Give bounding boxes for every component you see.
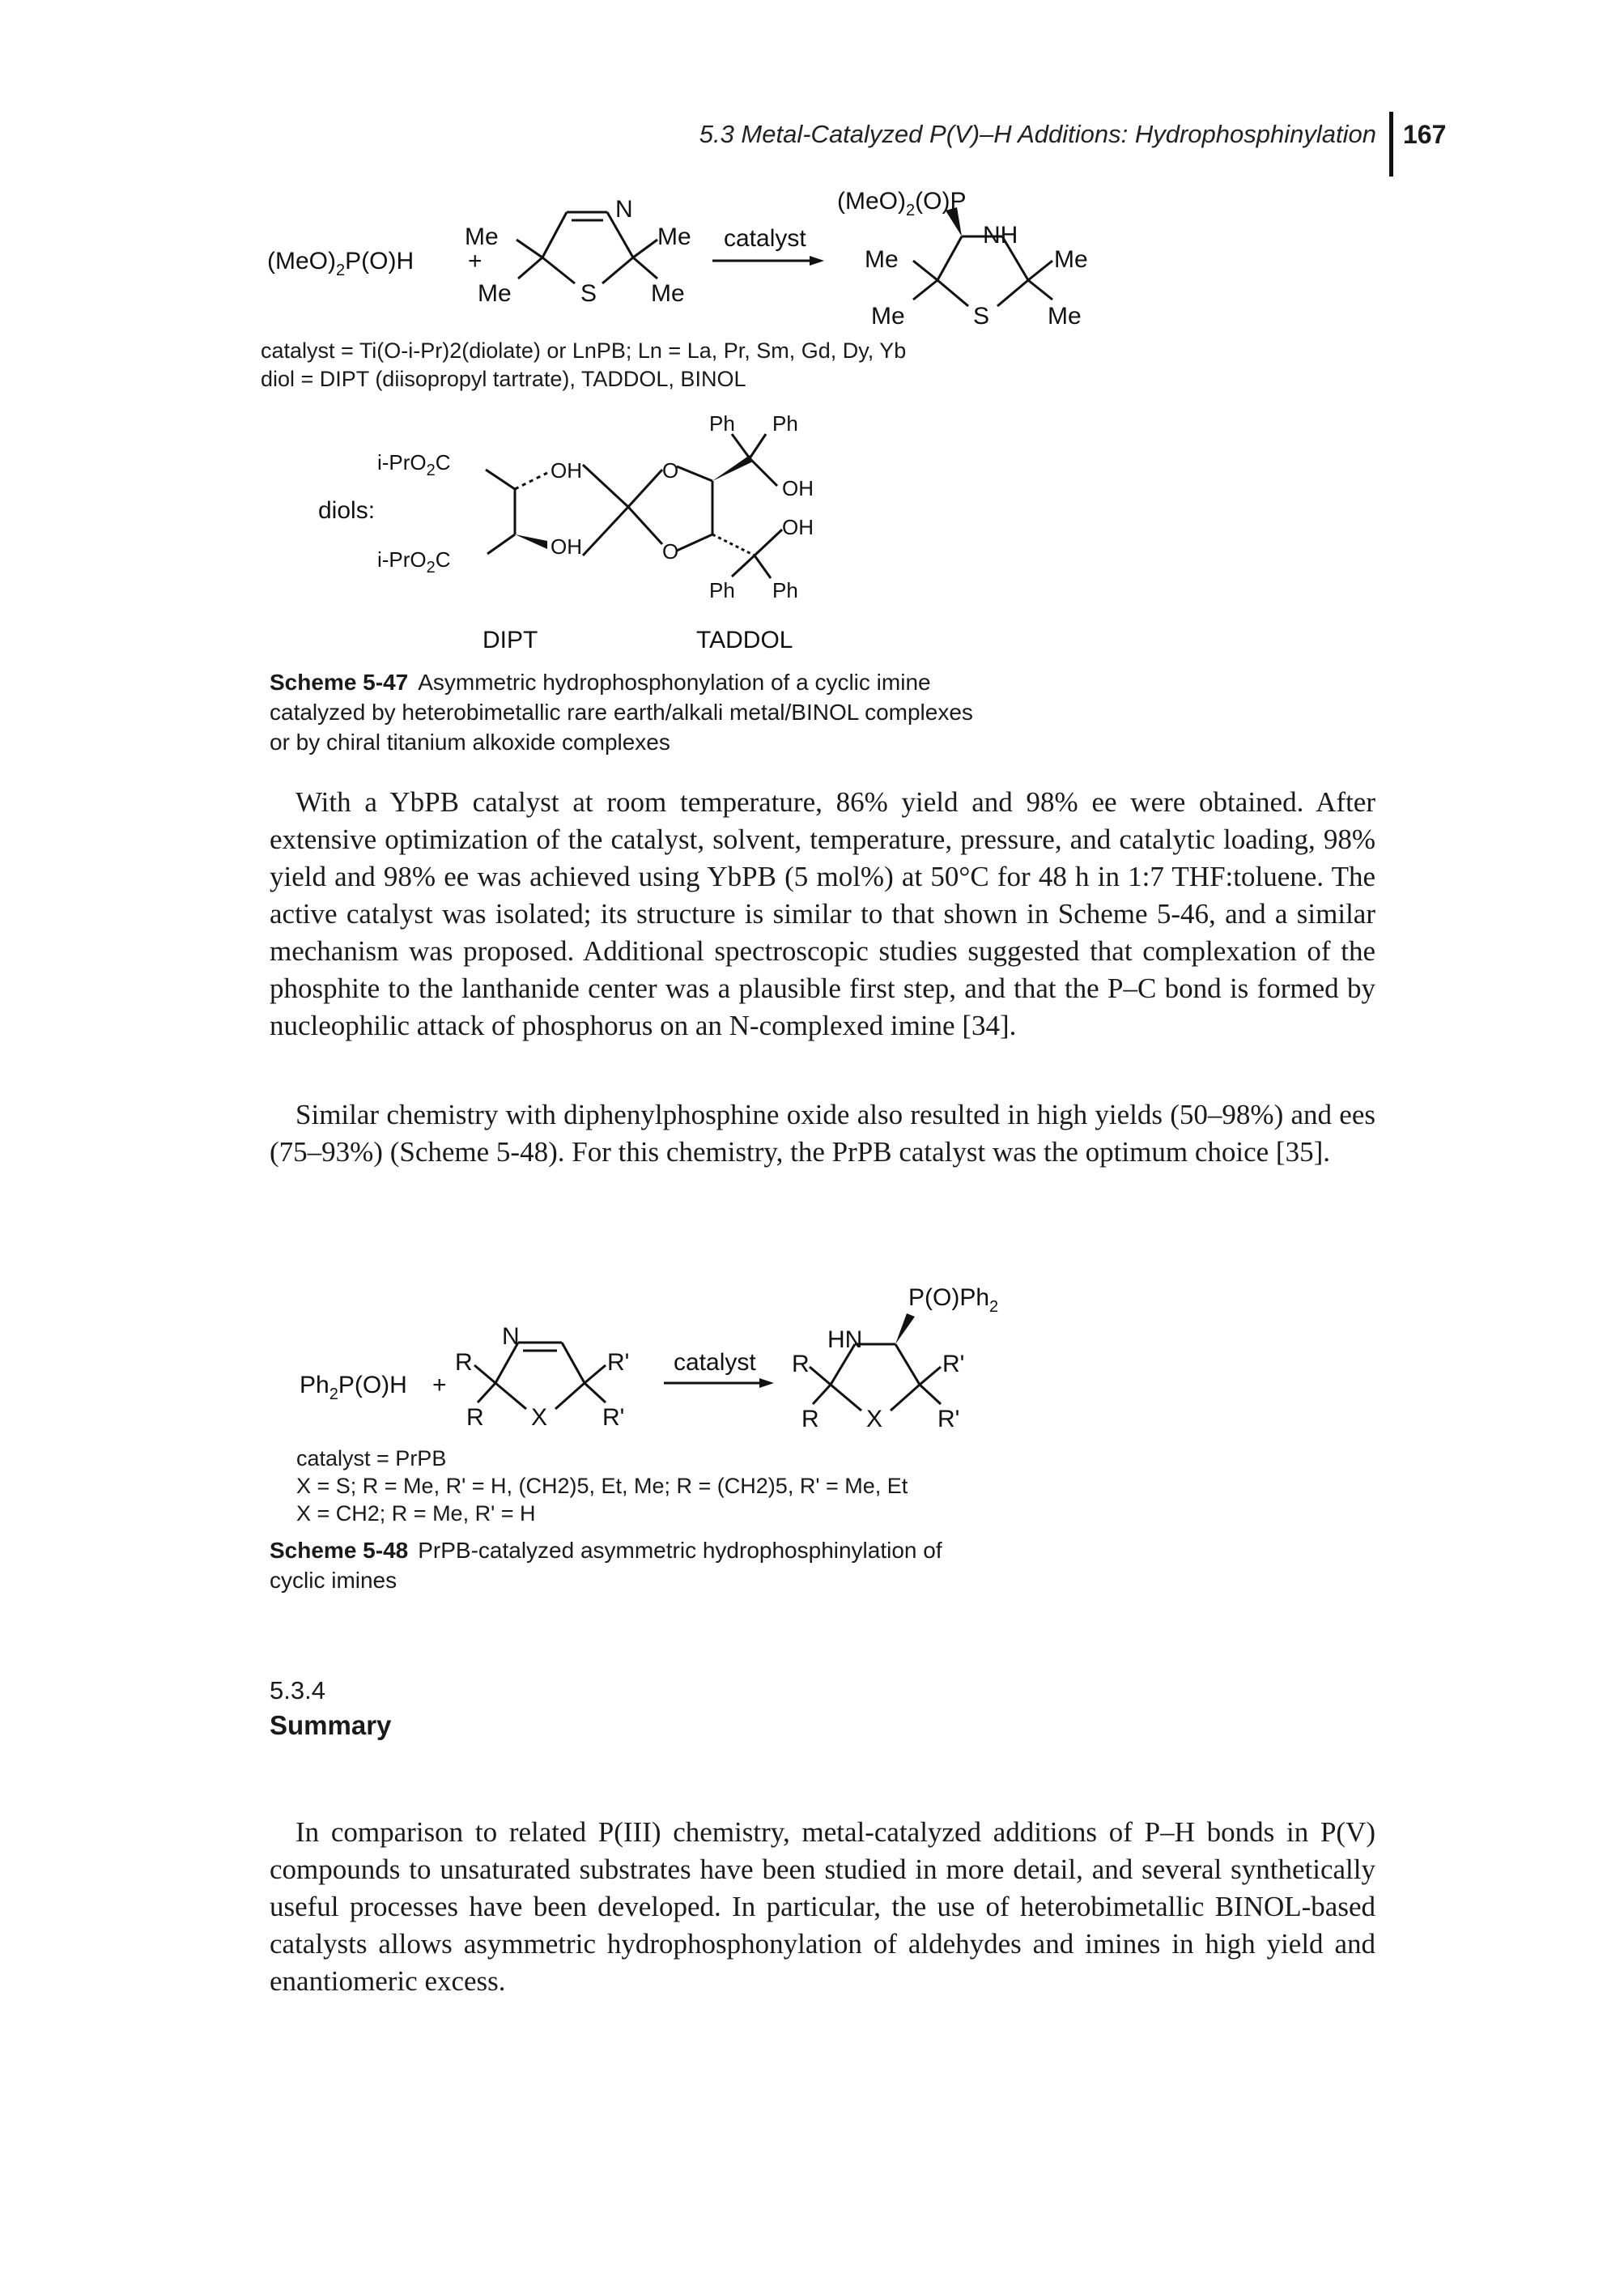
- scheme-5-48: Ph2P(O)H + N X R R R' R' catalyst P(O)Ph…: [0, 1263, 1624, 1530]
- taddol-structure: [581, 433, 784, 579]
- cyclic-imine-ring: [474, 1341, 607, 1411]
- methyl-label: Me: [871, 303, 905, 330]
- running-title: 5.3 Metal-Catalyzed P(V)–H Additions: Hy…: [699, 120, 1376, 148]
- reaction-arrow: [664, 1378, 774, 1388]
- dipt-structure: [485, 468, 517, 555]
- reagent-phosphine-oxide: Ph2P(O)H: [300, 1372, 407, 1403]
- substituent-r: R: [455, 1349, 473, 1376]
- product-phosphonate: (MeO)2(O)P: [837, 188, 966, 219]
- diols-label: diols:: [318, 497, 375, 524]
- atom-hn: HN: [827, 1326, 862, 1353]
- substituent-r: R: [792, 1351, 810, 1377]
- methyl-label: Me: [1054, 246, 1088, 273]
- atom-x: X: [866, 1406, 882, 1432]
- wedge-bond: [946, 207, 962, 236]
- methyl-label: Me: [1048, 303, 1082, 330]
- dipt-name: DIPT: [483, 627, 538, 653]
- arrow-label: catalyst: [724, 225, 806, 252]
- substituent-r-prime: R': [942, 1351, 964, 1377]
- atom-s: S: [580, 280, 597, 307]
- phenyl-label: Ph: [772, 411, 798, 436]
- taddol-name: TADDOL: [696, 627, 793, 653]
- caption-text: Asymmetric hydrophosphonylation of a cyc…: [270, 670, 973, 755]
- atom-x: X: [531, 1404, 547, 1431]
- plus-sign: +: [468, 248, 483, 275]
- phenyl-label: Ph: [772, 578, 798, 602]
- substituent-r-prime: R': [937, 1406, 959, 1432]
- substituent-r-prime: R': [607, 1349, 629, 1376]
- hashed-bond: [514, 471, 548, 491]
- body-paragraph: Similar chemistry with diphenylphosphine…: [270, 1099, 1375, 1168]
- taddol-hydroxyl: OH: [782, 476, 814, 500]
- caption-label: Scheme 5-47: [270, 670, 409, 695]
- aminophosphine-ring: [809, 1343, 942, 1412]
- taddol-oxygen: O: [662, 458, 678, 483]
- atom-nh: NH: [983, 222, 1018, 249]
- diol-note: diol = DIPT (diisopropyl tartrate), TADD…: [261, 367, 746, 391]
- wedge-bond: [712, 455, 753, 481]
- methyl-label: Me: [465, 223, 499, 250]
- catalyst-note: catalyst = PrPB: [296, 1446, 447, 1470]
- caption-label: Scheme 5-48: [270, 1538, 409, 1563]
- body-paragraph: With a YbPB catalyst at room temperature…: [270, 786, 1375, 1041]
- taddol-hydroxyl: OH: [782, 515, 814, 539]
- phenyl-label: Ph: [709, 578, 735, 602]
- substituent-r: R: [466, 1404, 484, 1431]
- section-title: Summary: [270, 1710, 392, 1740]
- methyl-label: Me: [651, 280, 685, 307]
- wedge-bond: [895, 1313, 915, 1344]
- substituent-note: X = CH2; R = Me, R' = H: [296, 1501, 536, 1526]
- plus-sign: +: [432, 1372, 447, 1398]
- scheme-5-47-drawing: (MeO)2P(O)H + N S Me Me Me Me catalyst (…: [267, 188, 1088, 653]
- scheme-5-48-drawing: Ph2P(O)H + N X R R R' R' catalyst P(O)Ph…: [300, 1284, 998, 1432]
- taddol-oxygen: O: [662, 539, 678, 564]
- header-rule: [1389, 112, 1393, 177]
- body-paragraph: In comparison to related P(III) chemistr…: [270, 1816, 1375, 1997]
- section-number: 5.3.4: [270, 1676, 325, 1705]
- scheme-5-47: (MeO)2P(O)H + N S Me Me Me Me catalyst (…: [0, 0, 1624, 777]
- substituent-r-prime: R': [602, 1404, 624, 1431]
- atom-n: N: [502, 1323, 520, 1350]
- wedge-bond: [515, 534, 547, 549]
- methyl-label: Me: [478, 280, 512, 307]
- dipt-hydroxyl: OH: [551, 458, 582, 483]
- page-number: 167: [1403, 120, 1447, 149]
- substituent-r: R: [801, 1406, 819, 1432]
- product-phosphine-oxide: P(O)Ph2: [908, 1284, 998, 1316]
- thiazolidine-ring: [912, 235, 1053, 308]
- dipt-hydroxyl: OH: [551, 534, 582, 559]
- reaction-arrow: [712, 256, 824, 266]
- atom-s: S: [973, 303, 989, 330]
- dipt-ester-top: i-PrO2C: [377, 450, 451, 479]
- thiazoline-ring: [516, 211, 658, 285]
- phenyl-label: Ph: [709, 411, 735, 436]
- arrow-label: catalyst: [674, 1349, 756, 1376]
- dipt-ester-bottom: i-PrO2C: [377, 547, 451, 577]
- methyl-label: Me: [865, 246, 899, 273]
- catalyst-note: catalyst = Ti(O-i-Pr)2(diolate) or LnPB;…: [261, 338, 907, 363]
- methyl-label: Me: [657, 223, 691, 250]
- atom-n: N: [615, 196, 633, 223]
- reagent-phosphite: (MeO)2P(O)H: [267, 248, 414, 279]
- substituent-note: X = S; R = Me, R' = H, (CH2)5, Et, Me; R…: [296, 1474, 908, 1498]
- caption-text: PrPB-catalyzed asymmetric hydrophosphiny…: [270, 1538, 942, 1593]
- hashed-bond: [712, 533, 755, 557]
